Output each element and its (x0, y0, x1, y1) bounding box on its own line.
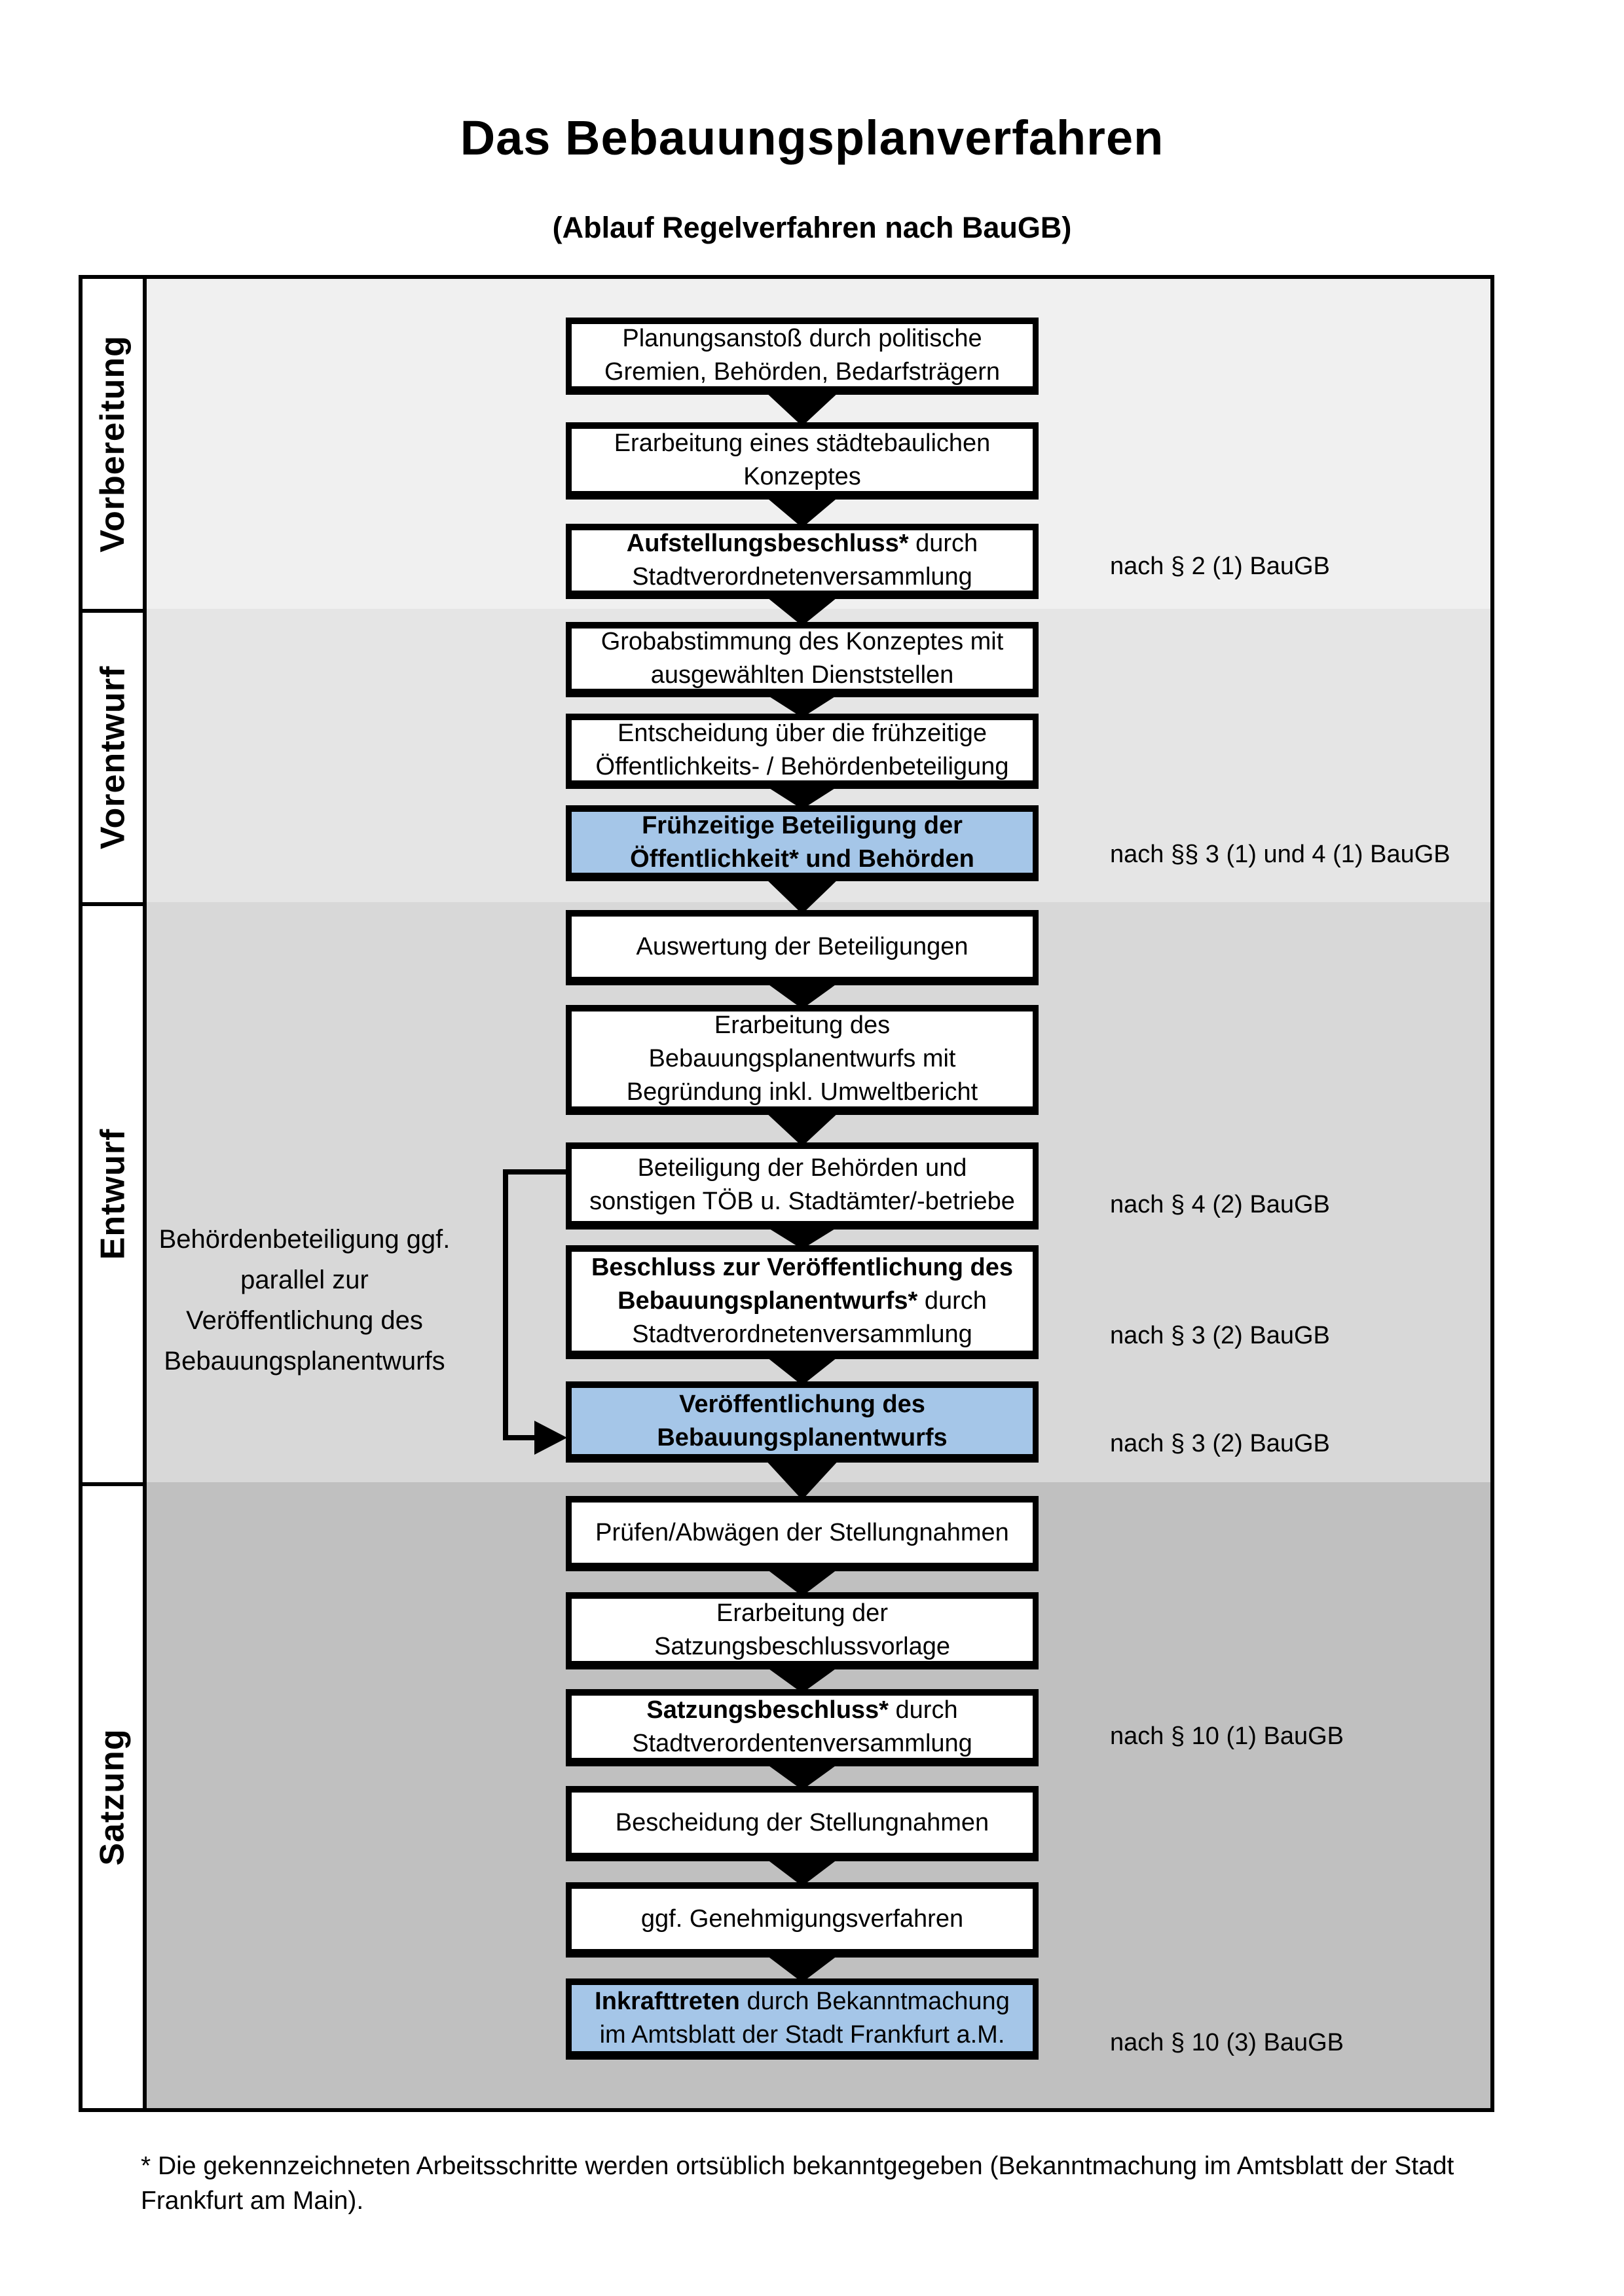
process-box-line: Bebauungsplanentwurfs* durch (618, 1287, 987, 1315)
connector-top-segment (503, 1169, 567, 1175)
process-box-b9: Beteiligung der Behörden und sonstigen TÖ… (566, 1142, 1039, 1230)
process-box-line: Stadtverordentenversammlung (632, 1729, 972, 1757)
process-box-line: Öffentlichkeit* und Behörden (630, 845, 974, 873)
process-box-line: Öffentlichkeits- / Behördenbeteiligung (595, 753, 1009, 780)
legal-reference-b11: nach § 3 (2) BauGB (1110, 1430, 1330, 1457)
process-box-line: Beschluss zur Veröffentlichung des (591, 1254, 1014, 1281)
process-box-line: Aufstellungsbeschluss* durch (626, 530, 978, 557)
phase-label-vorentwurf: Vorentwurf (94, 665, 132, 850)
process-box-line: Beteiligung der Behörden und (637, 1154, 967, 1182)
legal-reference-b14: nach § 10 (1) BauGB (1110, 1722, 1344, 1750)
process-box-line: sonstigen TÖB u. Stadtämter/-betriebe (589, 1188, 1015, 1215)
process-box-line: Erarbeitung eines städtebaulichen (614, 429, 991, 457)
process-box-b12: Prüfen/Abwägen der Stellungnahmen (566, 1496, 1039, 1571)
phase-label-vorbereitung: Vorbereitung (94, 335, 132, 553)
process-box-line: Bebauungsplanentwurfs mit (648, 1045, 956, 1072)
legal-reference-b9: nach § 4 (2) BauGB (1110, 1191, 1330, 1218)
phase-cell-vorentwurf: Vorentwurf (79, 609, 147, 906)
page-title: Das Bebauungsplanverfahren (460, 111, 1164, 165)
process-box-line: Bebauungsplanentwurfs (657, 1423, 948, 1451)
legal-reference-b6: nach §§ 3 (1) und 4 (1) BauGB (1110, 841, 1450, 868)
process-box-line: ggf. Genehmigungsverfahren (640, 1904, 964, 1933)
phase-label-satzung: Satzung (94, 1728, 132, 1866)
process-box-line: Gremien, Behörden, Bedarfsträgern (604, 357, 1001, 386)
process-box-line: Inkrafttreten durch Bekanntmachung (595, 1987, 1010, 2015)
process-box-line: im Amtsblatt der Stadt Frankfurt a.M. (599, 2020, 1005, 2049)
side-note-behoerdenbeteiligung: Behördenbeteiligung ggf. parallel zur Ve… (158, 1225, 451, 1376)
process-box-b17: Inkrafttreten durch Bekanntmachung im Amt… (566, 1978, 1039, 2060)
page-subtitle: (Ablauf Regelverfahren nach BauGB) (552, 211, 1072, 244)
process-box-line: Satzungsbeschlussvorlage (654, 1632, 951, 1660)
process-box-line: Veröffentlichung des (679, 1390, 925, 1418)
process-box-line: Grobabstimmung des Konzeptes mit (600, 628, 1004, 655)
process-box-line: Begründung inkl. Umweltbericht (626, 1078, 978, 1106)
process-box-line: Entscheidung über die frühzeitige (617, 720, 987, 747)
legal-reference-b17: nach § 10 (3) BauGB (1110, 2029, 1344, 2056)
legal-reference-b10: nach § 3 (2) BauGB (1110, 1322, 1330, 1349)
process-box-line: Prüfen/Abwägen der Stellungnahmen (595, 1518, 1009, 1546)
process-box-line: Stadtverordnetenversammlung (632, 1321, 972, 1348)
connector-vertical-segment (503, 1169, 508, 1440)
process-box-b7: Auswertung der Beteiligungen (566, 910, 1039, 985)
phase-label-entwurf: Entwurf (94, 1128, 132, 1260)
process-box-line: Frühzeitige Beteiligung der (642, 811, 963, 839)
process-box-line: Erarbeitung des (714, 1011, 891, 1039)
legal-reference-b3: nach § 2 (1) BauGB (1110, 553, 1330, 580)
process-box-line: Stadtverordnetenversammlung (632, 563, 972, 591)
process-box-line: Auswertung der Beteiligungen (636, 932, 969, 960)
process-box-line: Konzeptes (743, 462, 861, 490)
phase-cell-satzung: Satzung (79, 1482, 147, 2112)
process-box-line: Bescheidung der Stellungnahmen (615, 1808, 989, 1836)
footnote: * Die gekennzeichneten Arbeitsschritte w… (141, 2152, 1454, 2215)
process-box-b4: Grobabstimmung des Konzeptes mit ausgewäh… (566, 622, 1039, 697)
phase-cell-entwurf: Entwurf (79, 902, 147, 1486)
process-box-b15: Bescheidung der Stellungnahmen (566, 1786, 1039, 1861)
process-box-line: ausgewählten Dienststellen (650, 661, 954, 689)
connector-bottom-segment (503, 1435, 537, 1440)
process-box-b16: ggf. Genehmigungsverfahren (566, 1882, 1039, 1958)
process-box-line: Satzungsbeschluss* durch (646, 1696, 958, 1724)
process-box-line: Planungsanstoß durch politische (622, 324, 982, 352)
phase-cell-vorbereitung: Vorbereitung (79, 275, 147, 613)
process-box-line: Erarbeitung der (716, 1599, 888, 1627)
